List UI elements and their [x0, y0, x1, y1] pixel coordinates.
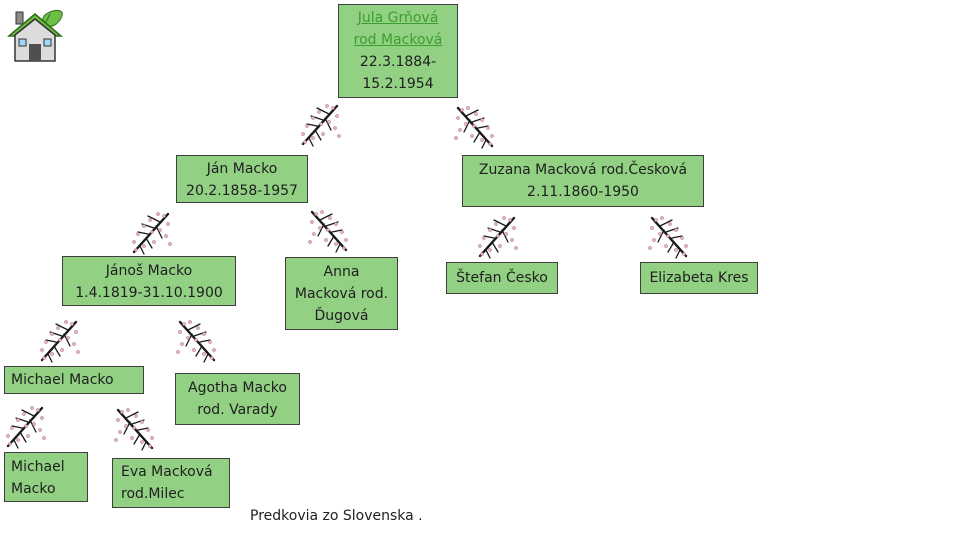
zuzana-name: Zuzana Macková rod.Česková [463, 159, 703, 181]
branch-connector-icon [474, 214, 520, 260]
root-dates-1: 22.3.1884- [339, 51, 457, 73]
home-icon[interactable] [6, 6, 64, 64]
branch-connector-icon [452, 104, 498, 150]
stefan-name: Štefan Česko [447, 263, 557, 293]
node-agotha-macko: Agotha Macko rod. Varady [175, 373, 300, 425]
root-maiden-link[interactable]: rod Macková [339, 29, 457, 51]
michael1-name: Michael Macko [11, 367, 143, 393]
node-jan-macko: Ján Macko 20.2.1858-1957 [176, 155, 308, 203]
branch-connector-icon [2, 404, 48, 450]
branch-connector-icon [36, 318, 82, 364]
zuzana-dates: 2.11.1860-1950 [463, 181, 703, 203]
node-zuzana-mackova: Zuzana Macková rod.Česková 2.11.1860-195… [462, 155, 704, 207]
elizabeta-name: Elizabeta Kres [641, 263, 757, 293]
node-stefan-cesko: Štefan Česko [446, 262, 558, 294]
branch-connector-icon [112, 406, 158, 452]
node-janos-macko: Jánoš Macko 1.4.1819-31.10.1900 [62, 256, 236, 306]
page-caption: Predkovia zo Slovenska . [250, 508, 423, 524]
branch-connector-icon [174, 318, 220, 364]
agotha-line1: Agotha Macko [176, 377, 299, 399]
eva-line1: Eva Macková [121, 461, 229, 483]
branch-connector-icon [128, 210, 174, 256]
node-michael-macko-1: Michael Macko [4, 366, 144, 394]
anna-line1: Anna [286, 261, 397, 283]
branch-connector-icon [646, 214, 692, 260]
branch-connector-icon [306, 208, 352, 254]
node-anna-mackova: Anna Macková rod. Ďugová [285, 257, 398, 330]
eva-line2: rod.Milec [121, 483, 229, 505]
anna-line3: Ďugová [286, 305, 397, 327]
node-jula-grnova: Jula Grňová rod Macková 22.3.1884- 15.2.… [338, 4, 458, 98]
node-elizabeta-kres: Elizabeta Kres [640, 262, 758, 294]
agotha-line2: rod. Varady [176, 399, 299, 421]
node-michael-macko-2: Michael Macko [4, 452, 88, 502]
branch-connector-icon [297, 102, 343, 148]
node-eva-mackova: Eva Macková rod.Milec [112, 458, 230, 508]
root-name-link[interactable]: Jula Grňová [339, 7, 457, 29]
janos-macko-name: Jánoš Macko [63, 260, 235, 282]
jan-macko-dates: 20.2.1858-1957 [177, 180, 307, 202]
jan-macko-name: Ján Macko [177, 158, 307, 180]
root-dates-2: 15.2.1954 [339, 73, 457, 95]
michael2-line1: Michael [11, 456, 87, 478]
anna-line2: Macková rod. [286, 283, 397, 305]
janos-macko-dates: 1.4.1819-31.10.1900 [63, 282, 235, 304]
michael2-line2: Macko [11, 478, 87, 500]
